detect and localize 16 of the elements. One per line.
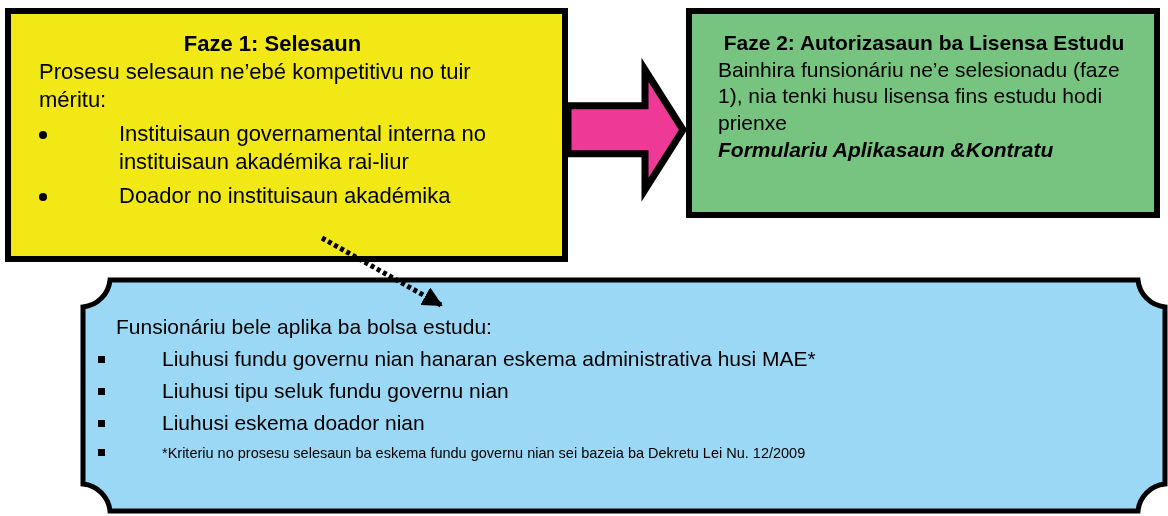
description-text: Bainhira funsionáriu ne’e selesionadu (faze 1), nia tenki husu lisensa fins estudu hodi prienxe [718,56,1121,136]
phase-heading: Faze 2: Autorizasaun ba Lisensa Estudu [722,30,1126,56]
phase-heading: Faze 1: Selesaun [182,30,363,58]
bullet-item: Liuhusi fundu governu nian hanaran eskema administrativa husi MAE* [162,345,816,372]
process-box [686,8,1160,218]
footnote: *Kriteriu no prosesu selesaun ba eskema fundu governu nian sei bazeia ba Dekretu Lei Nu. 12/2009 [162,443,806,463]
form-name: Formulariu Aplikasaun &Kontratu [718,136,1055,163]
process-box [5,8,568,262]
description-text: Funsionáriu bele aplika ba bolsa estudu: [116,314,493,340]
bullet-item: Doador no instituisaun akadémika [119,181,451,210]
dotted-arrow [320,235,443,308]
bullet-item: Liuhusi tipu seluk fundu governu nian [162,377,509,404]
description-text: Prosesu selesaun ne’ebé kompetitivu no tuir méritu: [39,57,472,114]
bullet-item: Instituisaun governamental interna no instituisaun akadémika rai-liur [119,119,487,176]
bullet-item: Liuhusi eskema doador nian [162,409,425,436]
scroll-panel [80,277,1168,514]
